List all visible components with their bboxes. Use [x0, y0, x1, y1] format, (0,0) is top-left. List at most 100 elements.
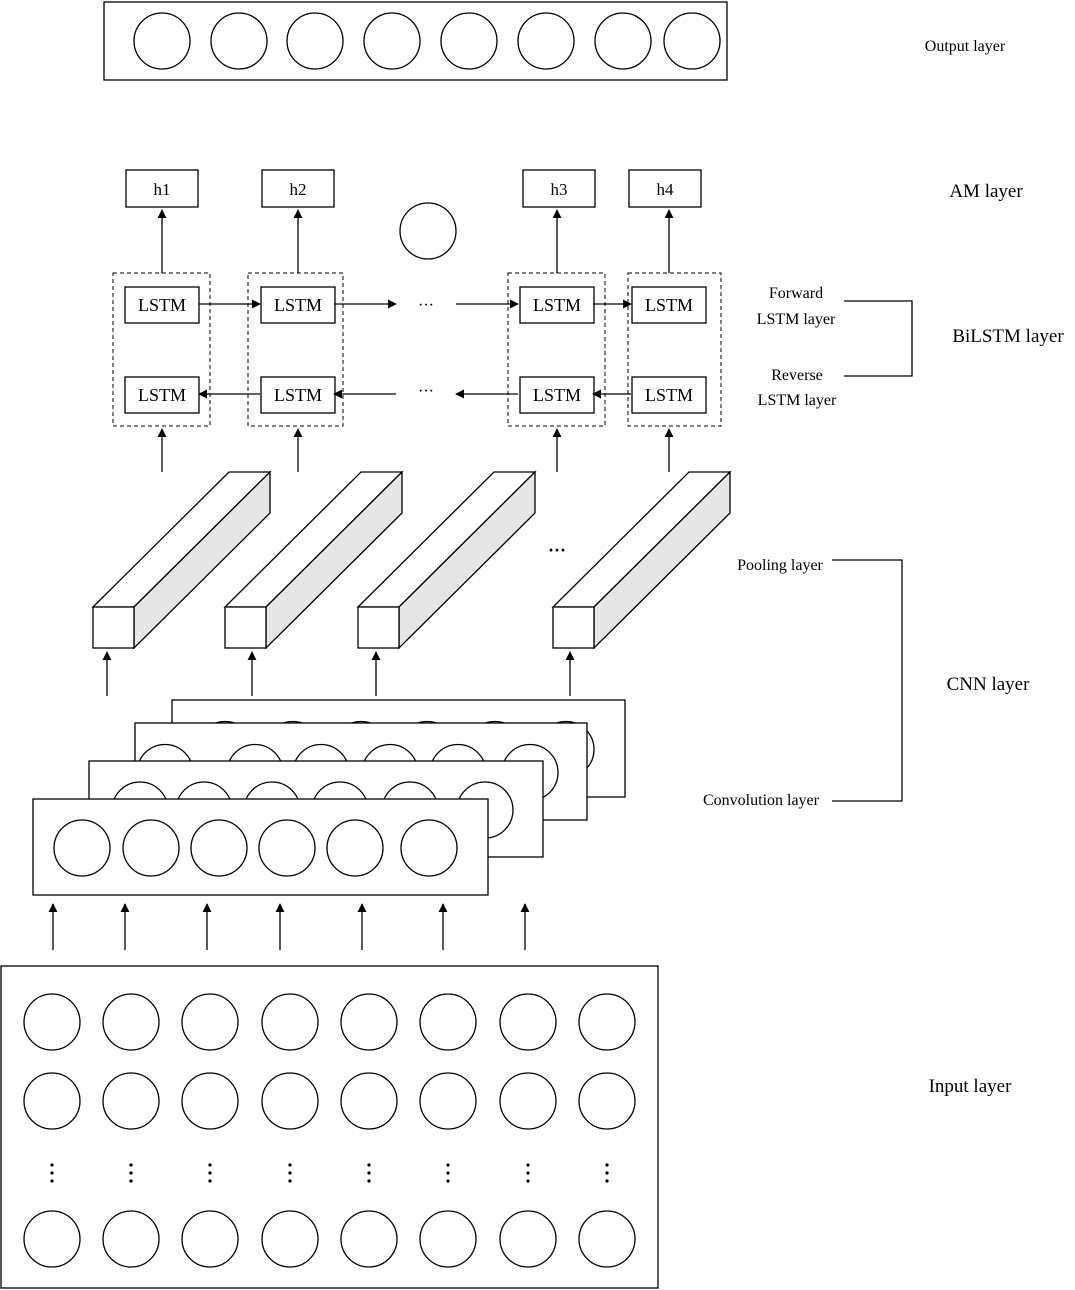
- convolution-layer-label: Convolution layer: [703, 792, 820, 809]
- hidden-states: h1 h2 h3 h4: [125, 169, 702, 208]
- forward-lstm-cell-label: LSTM: [138, 295, 186, 315]
- input-node: [419, 993, 477, 1051]
- am-layer-label: AM layer: [949, 181, 1023, 202]
- pooling-feature-prism: [223, 470, 404, 650]
- input-node: [181, 1210, 239, 1268]
- pooling-layer-label: Pooling layer: [737, 557, 823, 574]
- reverse-lstm-cell-label: LSTM: [138, 385, 186, 405]
- feature-map-node: [400, 819, 458, 877]
- reverse-lstm-cell: [519, 376, 595, 414]
- hidden-state-box: [628, 169, 702, 208]
- input-node: [102, 1072, 160, 1130]
- input-nodes: [23, 993, 636, 1268]
- input-column-ellipsis: [50, 1163, 54, 1183]
- pooling-feature-prism: [356, 470, 537, 650]
- hidden-state-label: h2: [290, 180, 307, 199]
- prism-front-face: [357, 606, 400, 649]
- attention-node: [399, 202, 457, 260]
- output-nodes: [133, 12, 721, 70]
- input-node: [181, 993, 239, 1051]
- input-node: [419, 1072, 477, 1130]
- feature-map-node: [258, 819, 316, 877]
- input-node: [578, 1072, 636, 1130]
- input-column-ellipsis: [446, 1163, 450, 1183]
- reverse-lstm-cell: [124, 376, 200, 414]
- bilstm-unit-frame: [627, 272, 722, 427]
- reverse-lstm-cell: [631, 376, 707, 414]
- hidden-state-box: [125, 169, 199, 208]
- hidden-state-label: h4: [657, 180, 675, 199]
- output-layer: [103, 1, 728, 81]
- output-node: [286, 12, 344, 70]
- bilstm-unit: LSTM LSTM: [627, 209, 722, 472]
- feature-map-nodes: [53, 819, 458, 877]
- input-node: [23, 1072, 81, 1130]
- bilstm-units: LSTM LSTM LSTM LSTM LSTM LSTM LSTM LSTM: [112, 209, 722, 472]
- input-node: [261, 1072, 319, 1130]
- input-column-ellipsis: [288, 1163, 292, 1183]
- input-to-convolution-arrows: [48, 903, 530, 950]
- bilstm-unit: LSTM LSTM: [247, 209, 344, 472]
- forward-ellipsis: ···: [418, 297, 434, 314]
- hidden-state-box: [522, 169, 596, 208]
- hidden-state-box: [261, 169, 335, 208]
- input-column-ellipsis: [605, 1163, 609, 1183]
- output-node: [663, 12, 721, 70]
- prism-front-face: [552, 606, 595, 649]
- input-node: [23, 993, 81, 1051]
- input-node: [340, 1210, 398, 1268]
- feature-map-node: [190, 819, 248, 877]
- input-layer-label: Input layer: [929, 1076, 1013, 1097]
- reverse-lstm-cell-label: LSTM: [274, 385, 322, 405]
- input-node: [499, 1210, 557, 1268]
- output-node: [440, 12, 498, 70]
- reverse-lstm-cell-label: LSTM: [645, 385, 693, 405]
- input-node: [23, 1210, 81, 1268]
- pooling-feature-prism: [91, 470, 272, 650]
- convolution-to-pooling-arrows: [102, 651, 575, 696]
- bilstm-unit: LSTM LSTM: [112, 209, 211, 472]
- input-column-ellipsis: [367, 1163, 371, 1183]
- convolution-feature-map: [32, 798, 489, 896]
- input-column-ellipsis: [129, 1163, 133, 1183]
- input-column-ellipsis: [526, 1163, 530, 1183]
- reverse-lstm-cell-label: LSTM: [533, 385, 581, 405]
- pooling-features: [91, 470, 732, 650]
- cnn-bracket: [832, 559, 903, 802]
- forward-lstm-cell: [631, 286, 707, 324]
- input-node: [499, 1072, 557, 1130]
- bilstm-unit: LSTM LSTM: [507, 209, 606, 472]
- forward-lstm-cell: [260, 286, 336, 324]
- prism-front-face: [224, 606, 267, 649]
- input-node: [578, 993, 636, 1051]
- forward-lstm-cell-label: LSTM: [645, 295, 693, 315]
- bilstm-unit-frame: [507, 272, 606, 427]
- reverse-ellipsis: ···: [418, 383, 434, 400]
- convolution-feature-maps: [32, 699, 626, 896]
- hidden-state-label: h3: [551, 180, 568, 199]
- bilstm-unit-frame: [112, 272, 211, 427]
- reverse-label-line1: Reverse: [771, 367, 823, 384]
- input-node: [340, 993, 398, 1051]
- input-node: [340, 1072, 398, 1130]
- forward-lstm-cell-label: LSTM: [533, 295, 581, 315]
- hidden-state-label: h1: [154, 180, 171, 199]
- input-node: [261, 993, 319, 1051]
- input-column-ellipsis: [208, 1163, 212, 1183]
- forward-lstm-cell: [124, 286, 200, 324]
- input-node: [499, 993, 557, 1051]
- forward-lstm-cell-label: LSTM: [274, 295, 322, 315]
- input-node: [102, 993, 160, 1051]
- feature-map-node: [122, 819, 180, 877]
- input-layer-box: [0, 965, 659, 1289]
- prism-front-face: [92, 606, 135, 649]
- forward-lstm-cell: [519, 286, 595, 324]
- pooling-feature-prism: [551, 470, 732, 650]
- output-node: [133, 12, 191, 70]
- feature-map-node: [53, 819, 111, 877]
- bilstm-bracket: [844, 300, 913, 377]
- forward-label-line1: Forward: [769, 285, 823, 302]
- forward-label-line2: LSTM layer: [757, 311, 836, 328]
- cnn-layer-label: CNN layer: [947, 674, 1031, 695]
- bilstm-unit-frame: [247, 272, 344, 427]
